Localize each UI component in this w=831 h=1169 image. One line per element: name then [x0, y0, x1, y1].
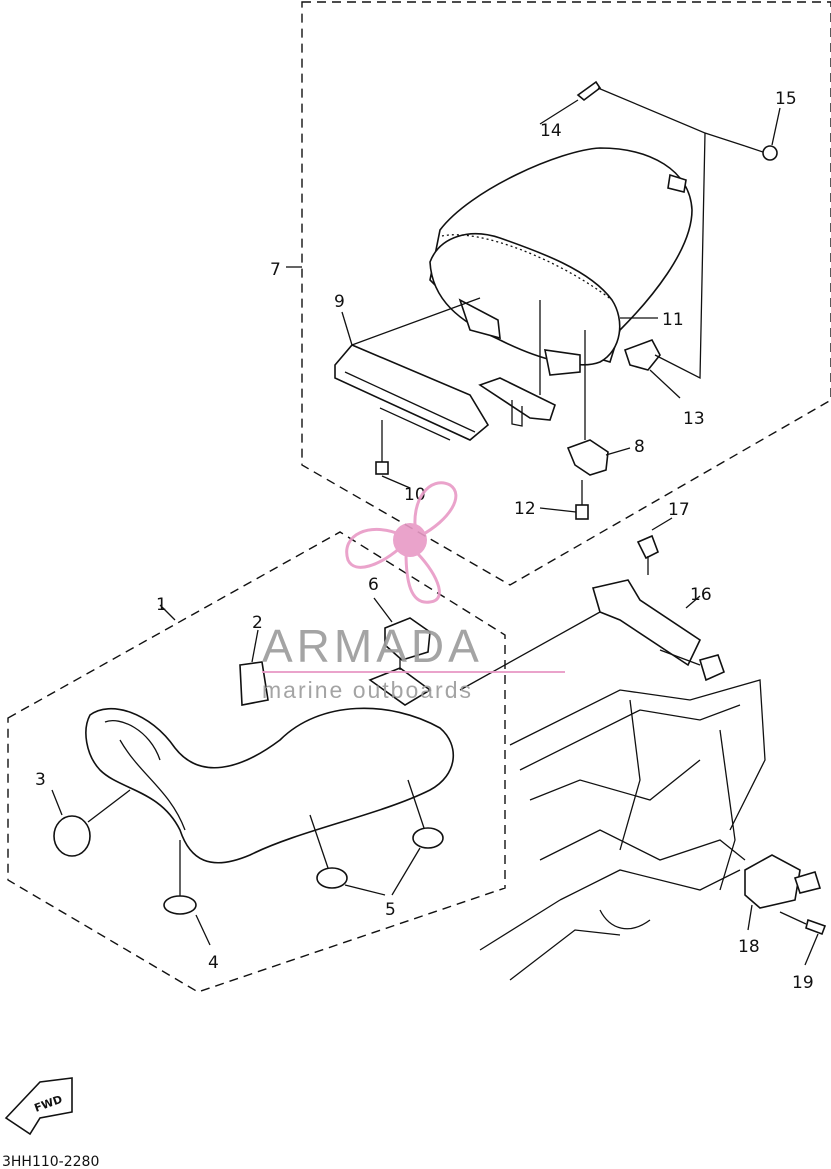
fwd-arrow: FWD [4, 1077, 73, 1136]
callout-15: 15 [775, 89, 797, 109]
callout-11: 11 [662, 310, 684, 330]
callout-9: 9 [334, 292, 345, 312]
watermark-title: ARMADA [262, 620, 483, 672]
bolt-15 [744, 145, 778, 161]
seat-plate-hook [511, 400, 523, 427]
leader-bracket-assembly [597, 87, 746, 380]
bolt-10 [375, 420, 389, 475]
callout-16: 16 [690, 585, 712, 605]
screw-14 [576, 80, 602, 102]
main-seat [85, 707, 454, 864]
group-box-main-seat [7, 531, 506, 993]
armada-watermark: ARMADA marine outboards [262, 481, 565, 703]
callout-3: 3 [35, 770, 46, 790]
bolt-12 [575, 480, 589, 520]
part-code: 3HH110-2280 [2, 1154, 99, 1169]
seat-knob [53, 789, 131, 857]
seat-damper-5-right [407, 779, 444, 849]
watermark-subtitle: marine outboards [262, 677, 473, 703]
bolt-17 [636, 534, 660, 575]
frame-outline [479, 679, 766, 981]
callout-18: 18 [738, 937, 760, 957]
screw-19 [779, 911, 827, 936]
callout-1: 1 [156, 595, 167, 615]
rear-seat [429, 147, 693, 376]
callout-2: 2 [252, 613, 263, 633]
callout-12: 12 [514, 499, 536, 519]
group-box-rear-seat [301, 1, 831, 586]
callout-13: 13 [683, 409, 705, 429]
key-lock-18 [744, 854, 822, 909]
callout-19: 19 [792, 973, 814, 993]
seat-strap [239, 661, 269, 706]
callout-6: 6 [368, 575, 379, 595]
callout-8: 8 [634, 437, 645, 457]
seat-damper-5-left [309, 814, 348, 889]
callout-4: 4 [208, 953, 219, 973]
bracket-8 [566, 439, 609, 476]
callout-5: 5 [385, 900, 396, 920]
callout-14: 14 [540, 121, 562, 141]
seat-damper-4 [163, 840, 197, 915]
seat-lock-assembly [591, 579, 726, 682]
callout-17: 17 [668, 500, 690, 520]
seat-plate [478, 377, 556, 421]
bracket-13 [623, 339, 661, 371]
callout-7: 7 [270, 260, 281, 280]
rear-seat-bracket [334, 344, 490, 441]
propeller-logo-icon [345, 481, 458, 604]
leader-lines [51, 99, 819, 966]
